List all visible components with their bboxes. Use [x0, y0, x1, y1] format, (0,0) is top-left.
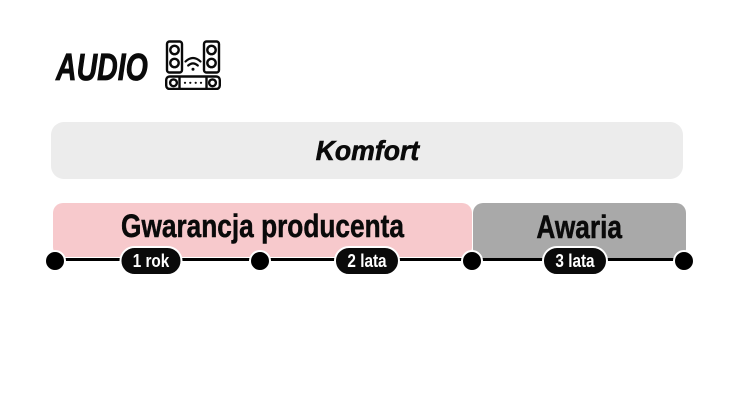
- segment-manufacturer-warranty-label: Gwarancja producenta: [121, 207, 404, 244]
- comfort-bar-label: Komfort: [315, 134, 419, 166]
- timeline-dot-year3: [673, 250, 695, 272]
- timeline-marker-1-rok-label: 1 rok: [132, 251, 170, 271]
- comfort-bar: Komfort: [51, 122, 683, 179]
- page-title-text: AUDIO: [56, 47, 148, 89]
- timeline-dot-start: [44, 250, 66, 272]
- timeline-marker-1-rok: 1 rok: [119, 246, 183, 276]
- timeline-dot-year1: [249, 250, 271, 272]
- timeline-marker-3-lata-label: 3 lata: [555, 251, 595, 271]
- timeline-marker-2-lata: 2 lata: [333, 246, 401, 276]
- speaker-system-icon: [165, 40, 221, 90]
- timeline-dot-year2: [461, 250, 483, 272]
- segment-failure: Awaria: [473, 203, 686, 259]
- page-title: AUDIO: [56, 47, 178, 89]
- segment-failure-label: Awaria: [536, 208, 623, 245]
- timeline-marker-2-lata-label: 2 lata: [347, 251, 387, 271]
- timeline-marker-3-lata: 3 lata: [541, 246, 609, 276]
- segment-manufacturer-warranty: Gwarancja producenta: [53, 203, 472, 257]
